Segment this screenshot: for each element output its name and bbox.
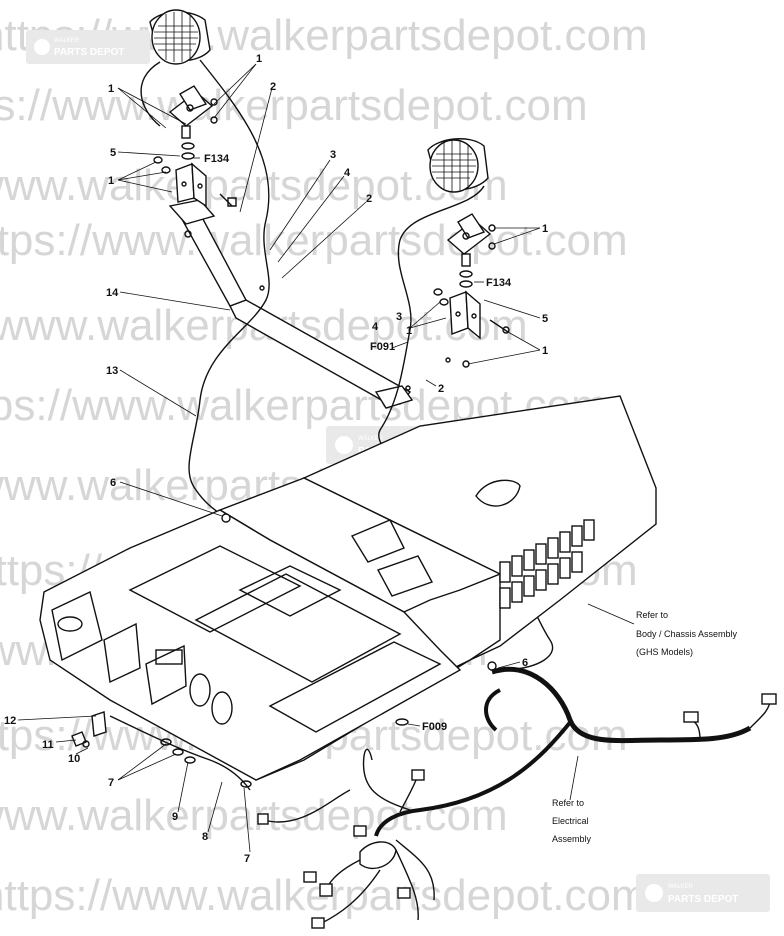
grommet bbox=[221, 513, 231, 523]
note-line: Electrical bbox=[552, 816, 589, 826]
watermark-text: https://www.walkerpartsdepot.com bbox=[0, 161, 508, 210]
callout-13: 13 bbox=[106, 365, 118, 377]
bolt-hole bbox=[259, 285, 265, 291]
callout-2: 2 bbox=[270, 81, 276, 93]
callout-5: 5 bbox=[110, 147, 116, 159]
left-work-light bbox=[149, 9, 211, 65]
bolt-hole bbox=[184, 230, 192, 238]
reference-note-electrical: Refer to Electrical Assembly bbox=[552, 798, 592, 844]
watermark-logo: WALKER PARTS DEPOT bbox=[636, 874, 770, 912]
logo-text: PARTS DEPOT bbox=[668, 894, 738, 905]
note-line: (GHS Models) bbox=[636, 647, 693, 657]
callout-6: 6 bbox=[522, 657, 528, 669]
callout-1: 1 bbox=[256, 53, 262, 65]
callout-3: 3 bbox=[396, 311, 402, 323]
light-wiring bbox=[140, 59, 554, 671]
callout-3: 3 bbox=[330, 149, 336, 161]
callout-6: 6 bbox=[110, 477, 116, 489]
callout-5: 5 bbox=[542, 313, 548, 325]
gauge bbox=[211, 691, 233, 725]
logo-name: WALKER bbox=[668, 884, 694, 890]
callout-labels: 1 1 2 5 F134 1 3 4 2 14 13 1 F134 5 1 3 … bbox=[4, 53, 548, 865]
callout-f009: F009 bbox=[422, 721, 447, 733]
reference-note-body-chassis: Refer to Body / Chassis Assembly (GHS Mo… bbox=[636, 610, 738, 657]
body-hood bbox=[39, 395, 657, 781]
callout-1: 1 bbox=[542, 345, 548, 357]
callout-1: 1 bbox=[108, 175, 114, 187]
logo-name: WALKER bbox=[358, 436, 384, 442]
callout-f134: F134 bbox=[486, 277, 512, 289]
callout-14: 14 bbox=[106, 287, 119, 299]
logo-text: PARTS DEPOT bbox=[54, 47, 124, 58]
lower-components bbox=[71, 711, 252, 788]
bolt bbox=[181, 125, 191, 139]
callout-f134: F134 bbox=[204, 153, 230, 165]
light-grille bbox=[432, 140, 476, 192]
callout-f091: F091 bbox=[370, 341, 395, 353]
note-line: Refer to bbox=[552, 798, 584, 808]
callout-4: 4 bbox=[344, 167, 351, 179]
watermark-text: https://www.walkerpartsdepot.com bbox=[0, 791, 508, 840]
light-grille bbox=[154, 12, 198, 62]
watermark-logo: WALKER PARTS DEPOT bbox=[26, 30, 150, 64]
washer bbox=[181, 142, 195, 150]
callout-8: 8 bbox=[202, 831, 208, 843]
note-line: Refer to bbox=[636, 610, 668, 620]
right-light-bracket bbox=[449, 290, 510, 368]
hour-meter bbox=[155, 649, 183, 665]
callout-2: 2 bbox=[438, 383, 444, 395]
bolt-hole bbox=[445, 357, 451, 363]
callout-7: 7 bbox=[108, 777, 114, 789]
callout-11: 11 bbox=[42, 739, 54, 751]
right-light-mount bbox=[433, 213, 496, 306]
nut bbox=[153, 156, 163, 164]
light-bar bbox=[168, 199, 451, 409]
wiring-harness bbox=[109, 666, 777, 929]
watermark-text: https://www.walkerpartsdepot.com bbox=[0, 81, 588, 130]
leader-lines bbox=[17, 63, 635, 853]
logo-name: WALKER bbox=[54, 38, 80, 44]
side-louvres bbox=[499, 519, 595, 609]
bolt-hole bbox=[405, 385, 411, 391]
callout-4: 4 bbox=[372, 321, 379, 333]
callout-9: 9 bbox=[172, 811, 178, 823]
callout-12: 12 bbox=[4, 715, 16, 727]
fastener bbox=[395, 718, 409, 726]
washer bbox=[181, 152, 195, 160]
note-line: Assembly bbox=[552, 834, 592, 844]
callout-10: 10 bbox=[68, 753, 80, 765]
left-light-mount bbox=[153, 85, 218, 174]
callout-7: 7 bbox=[244, 853, 250, 865]
nut bbox=[161, 166, 171, 174]
callout-1: 1 bbox=[542, 223, 548, 235]
callout-2: 2 bbox=[366, 193, 372, 205]
hood-vent bbox=[475, 479, 521, 507]
watermark-text: https://www.walkerpartsdepot.com bbox=[0, 216, 628, 265]
callout-1: 1 bbox=[108, 83, 114, 95]
left-light-bracket bbox=[175, 162, 237, 208]
right-work-light bbox=[427, 138, 489, 193]
gauge bbox=[189, 673, 211, 707]
note-line: Body / Chassis Assembly bbox=[636, 629, 738, 639]
light-lens bbox=[151, 9, 201, 65]
callout-1: 1 bbox=[406, 325, 412, 337]
